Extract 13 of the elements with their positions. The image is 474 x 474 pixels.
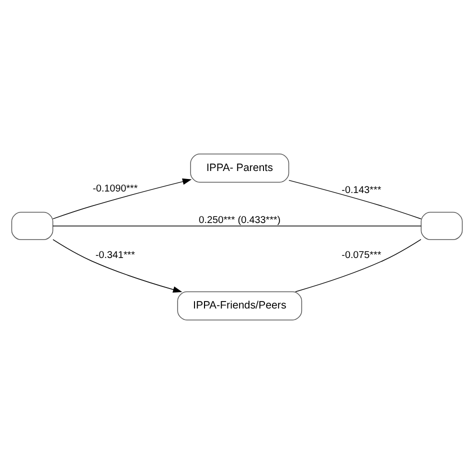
edge-label: -0.143*** [342,184,382,196]
edge-label: -0.075*** [342,250,382,262]
edge-label: -0.341*** [95,250,135,262]
node-box [11,212,54,240]
edge-label: 0.250*** (0.433***) [198,215,281,226]
node-box [420,212,463,240]
node-box: IPPA- Parents [190,154,290,183]
arrow [52,239,182,293]
connector [295,239,422,292]
node-box: IPPA-Friends/Peers [177,291,302,320]
edge-label: -0.1090*** [92,183,138,194]
connector [288,180,422,220]
arrow [52,178,192,220]
